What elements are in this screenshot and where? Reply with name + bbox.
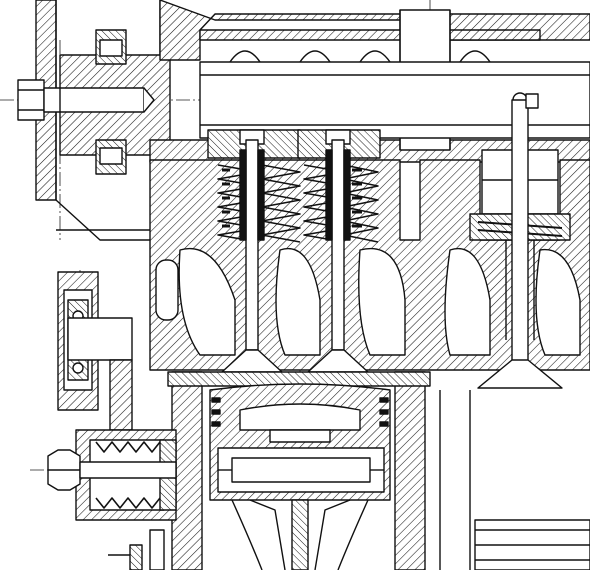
connecting-rod <box>231 499 369 570</box>
piston-ring <box>211 397 389 427</box>
cylinder-liner <box>167 371 590 570</box>
lower-left-fittings <box>108 529 165 570</box>
valve-spring-retainer <box>207 129 381 159</box>
adjuster-bolt-lower <box>47 449 177 491</box>
wrist-pin <box>217 447 385 493</box>
right-valve-assembly <box>469 93 571 389</box>
valve-stem <box>239 139 351 351</box>
tensioner-pulley <box>57 271 133 431</box>
valve-spring <box>217 164 379 243</box>
adjuster-bolt <box>17 79 155 121</box>
